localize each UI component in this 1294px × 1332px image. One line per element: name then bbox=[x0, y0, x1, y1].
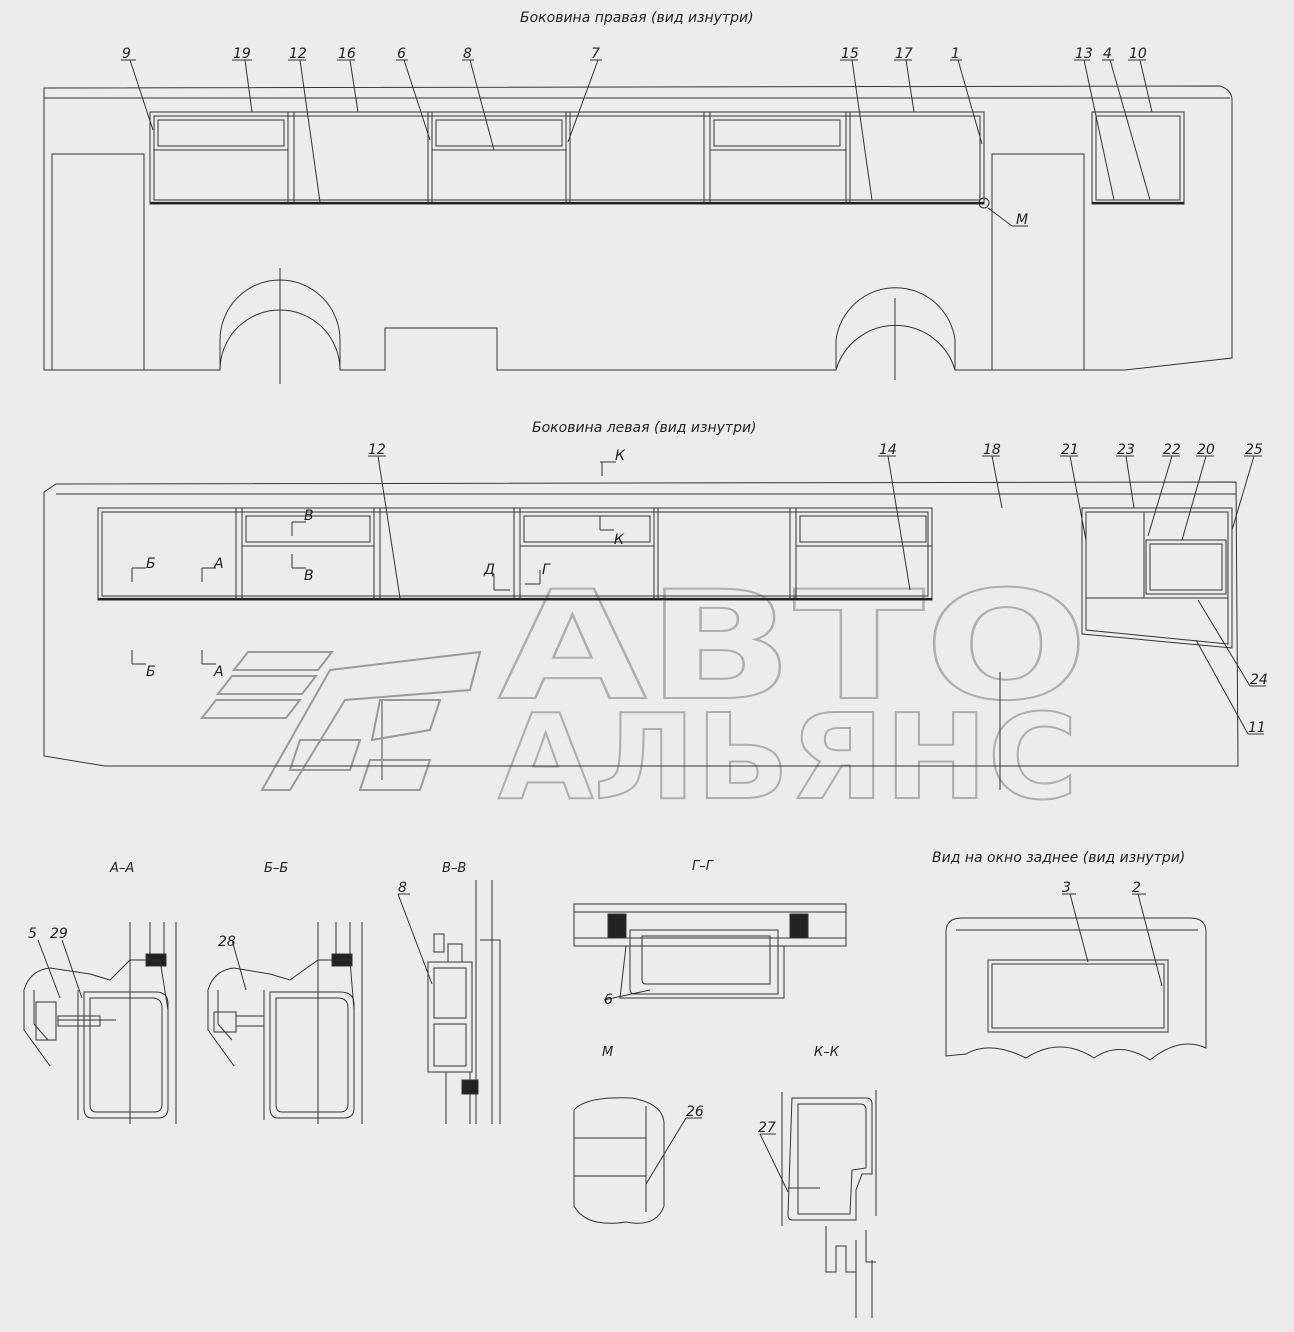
mark-v-top: В bbox=[304, 508, 314, 524]
callout-left-25: 25 bbox=[1245, 442, 1263, 458]
right-side-title: Боковина правая (вид изнутри) bbox=[520, 10, 754, 26]
callout-left-14: 14 bbox=[879, 442, 897, 458]
right-window-frames bbox=[149, 111, 1185, 205]
callout-4: 4 bbox=[1103, 46, 1112, 62]
callout-left-12: 12 bbox=[368, 442, 386, 458]
callout-12: 12 bbox=[289, 46, 307, 62]
callout-17: 17 bbox=[895, 46, 913, 62]
view-m-drawing bbox=[573, 1097, 702, 1224]
callout-9: 9 bbox=[122, 46, 131, 62]
callout-3: 3 bbox=[1062, 880, 1071, 896]
callout-left-22: 22 bbox=[1163, 442, 1181, 458]
callout-10: 10 bbox=[1129, 46, 1147, 62]
callout-2: 2 bbox=[1132, 880, 1141, 896]
section-kk-drawing bbox=[759, 1090, 877, 1318]
detail-callouts: 5 29 28 8 6 26 27 3 2 bbox=[28, 880, 1141, 1136]
section-bb-drawing bbox=[207, 922, 363, 1124]
left-section-marks: К В К Б А В Д Г Б А bbox=[146, 448, 626, 680]
left-leaders bbox=[368, 455, 1266, 735]
detail-titles: А–А Б–Б В–В Г–Г М К–К bbox=[109, 859, 840, 1060]
callout-detail-6: 6 bbox=[604, 992, 613, 1008]
mark-k-window: К bbox=[614, 532, 625, 548]
mark-b-lower: Б bbox=[146, 664, 156, 680]
section-gg-drawing bbox=[573, 903, 847, 1001]
callout-27: 27 bbox=[758, 1120, 776, 1136]
right-sidewall-outline bbox=[43, 85, 1233, 384]
mark-b-upper: Б bbox=[146, 556, 156, 572]
mark-a-lower: А bbox=[213, 664, 224, 680]
rear-window-title: Вид на окно заднее (вид изнутри) bbox=[932, 850, 1185, 866]
mark-d: Д bbox=[483, 562, 495, 578]
mark-k-top: К bbox=[615, 448, 626, 464]
callout-16: 16 bbox=[338, 46, 356, 62]
left-callouts: 12 14 18 21 23 22 20 25 24 11 bbox=[368, 442, 1268, 736]
callout-m: М bbox=[1016, 212, 1028, 228]
callout-29: 29 bbox=[50, 926, 68, 942]
callout-5: 5 bbox=[28, 926, 37, 942]
callout-28: 28 bbox=[218, 934, 236, 950]
section-gg-title: Г–Г bbox=[692, 859, 715, 874]
callout-8: 8 bbox=[463, 46, 472, 62]
section-vv-title: В–В bbox=[442, 861, 466, 876]
callout-19: 19 bbox=[233, 46, 251, 62]
watermark-line1: АВТО bbox=[498, 560, 1088, 734]
callout-left-11: 11 bbox=[1248, 720, 1266, 736]
callout-6: 6 bbox=[397, 46, 406, 62]
rear-window-drawing bbox=[945, 893, 1207, 1061]
callout-left-24: 24 bbox=[1250, 672, 1268, 688]
section-aa-title: А–А bbox=[109, 861, 134, 876]
callout-left-20: 20 bbox=[1197, 442, 1215, 458]
left-side-title: Боковина левая (вид изнутри) bbox=[532, 420, 757, 436]
callout-26: 26 bbox=[686, 1104, 704, 1120]
callout-7: 7 bbox=[591, 46, 600, 62]
callout-13: 13 bbox=[1075, 46, 1093, 62]
left-sidewall-outline bbox=[43, 462, 1239, 790]
section-vv-drawing bbox=[397, 880, 501, 1124]
left-section-arrows bbox=[131, 461, 616, 665]
mark-g: Г bbox=[542, 562, 551, 578]
callout-left-21: 21 bbox=[1061, 442, 1079, 458]
right-leaders bbox=[121, 59, 1153, 227]
left-window-frames bbox=[97, 507, 1233, 649]
section-aa-drawing bbox=[23, 922, 177, 1124]
view-m-title: М bbox=[602, 1045, 613, 1060]
mark-v-bottom: В bbox=[304, 568, 314, 584]
mark-a-upper: А bbox=[213, 556, 224, 572]
section-bb-title: Б–Б bbox=[264, 861, 288, 876]
watermark-logo: АВТО АЛЬЯНС bbox=[199, 559, 1089, 827]
callout-15: 15 bbox=[841, 46, 859, 62]
callout-1: 1 bbox=[951, 46, 960, 62]
callout-detail-8: 8 bbox=[398, 880, 407, 896]
right-callouts: 9 19 12 16 6 8 7 15 17 1 13 4 10 М bbox=[122, 46, 1147, 228]
section-kk-title: К–К bbox=[814, 1045, 840, 1060]
callout-left-18: 18 bbox=[983, 442, 1001, 458]
detail-m-circle bbox=[978, 197, 990, 209]
watermark-line2: АЛЬЯНС bbox=[498, 688, 1078, 826]
callout-left-23: 23 bbox=[1117, 442, 1135, 458]
